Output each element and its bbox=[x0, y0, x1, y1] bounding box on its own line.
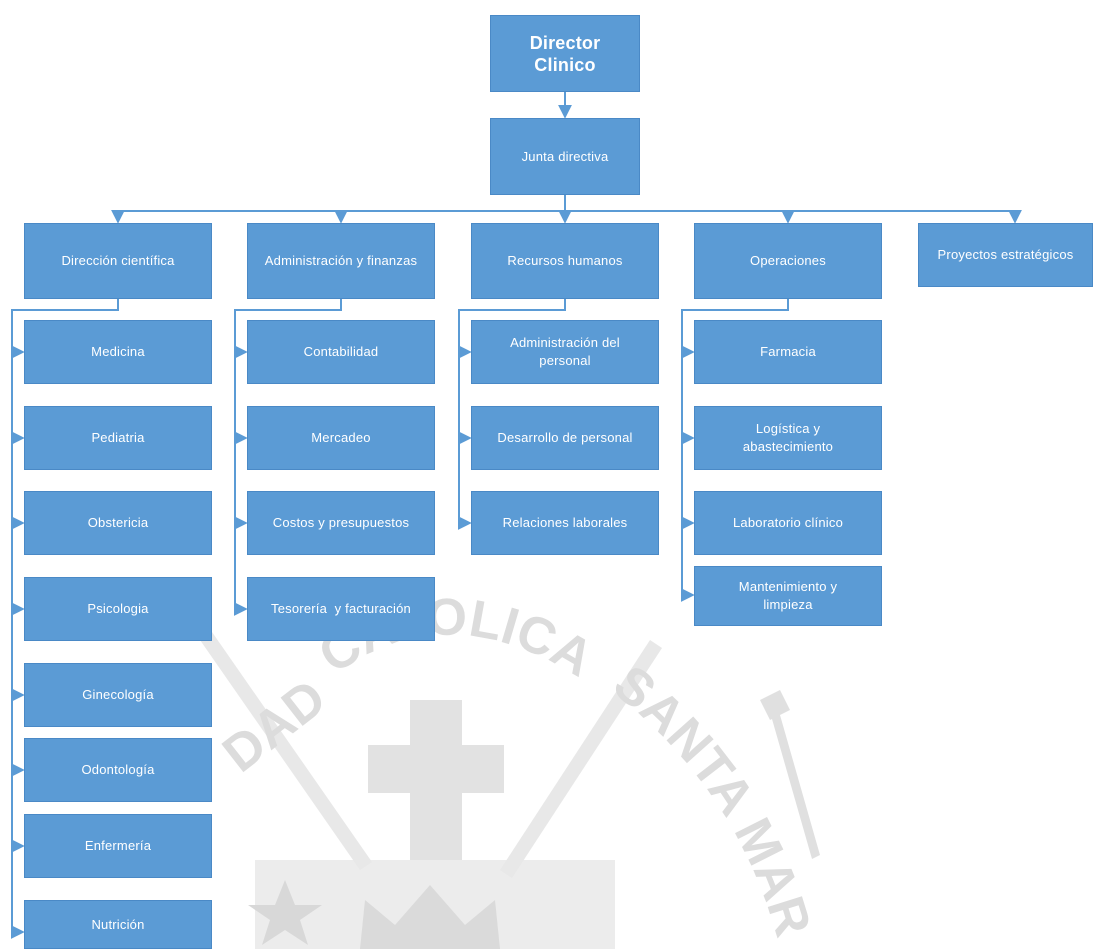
connector-recursos-spine bbox=[458, 298, 566, 523]
node-odontologia: Odontología bbox=[24, 738, 212, 802]
node-tesoreria-facturacion: Tesorería y facturación bbox=[247, 577, 435, 641]
watermark-key bbox=[760, 690, 820, 859]
node-nutricion: Nutrición bbox=[24, 900, 212, 949]
node-relaciones-laborales: Relaciones laborales bbox=[471, 491, 659, 555]
connector-direccion-spine bbox=[11, 298, 119, 932]
node-operaciones: Operaciones bbox=[694, 223, 882, 299]
node-administracion-finanzas: Administración y finanzas bbox=[247, 223, 435, 299]
node-contabilidad: Contabilidad bbox=[247, 320, 435, 384]
node-junta-directiva: Junta directiva bbox=[490, 118, 640, 195]
connector-administracion-spine bbox=[234, 298, 342, 609]
watermark-shaft-right bbox=[500, 640, 662, 878]
node-logistica-abastecimiento: Logística y abastecimiento bbox=[694, 406, 882, 470]
node-farmacia: Farmacia bbox=[694, 320, 882, 384]
node-obstericia: Obstericia bbox=[24, 491, 212, 555]
node-mantenimiento-limpieza: Mantenimiento y limpieza bbox=[694, 566, 882, 626]
node-recursos-humanos: Recursos humanos bbox=[471, 223, 659, 299]
watermark-crown bbox=[360, 885, 500, 949]
watermark-shaft-left bbox=[200, 632, 372, 870]
node-pediatria: Pediatria bbox=[24, 406, 212, 470]
watermark-star bbox=[248, 880, 322, 945]
node-laboratorio-clinico: Laboratorio clínico bbox=[694, 491, 882, 555]
node-mercadeo: Mercadeo bbox=[247, 406, 435, 470]
node-administracion-personal: Administración del personal bbox=[471, 320, 659, 384]
node-medicina: Medicina bbox=[24, 320, 212, 384]
node-ginecologia: Ginecología bbox=[24, 663, 212, 727]
node-director-clinico: Director Clinico bbox=[490, 15, 640, 92]
node-direccion-cientifica: Dirección científica bbox=[24, 223, 212, 299]
node-proyectos-estrategicos: Proyectos estratégicos bbox=[918, 223, 1093, 287]
node-enfermeria: Enfermería bbox=[24, 814, 212, 878]
node-psicologia: Psicologia bbox=[24, 577, 212, 641]
node-costos-presupuestos: Costos y presupuestos bbox=[247, 491, 435, 555]
connector-operaciones-spine bbox=[681, 298, 789, 595]
node-desarrollo-personal: Desarrollo de personal bbox=[471, 406, 659, 470]
watermark-cross-horizontal bbox=[368, 745, 504, 793]
